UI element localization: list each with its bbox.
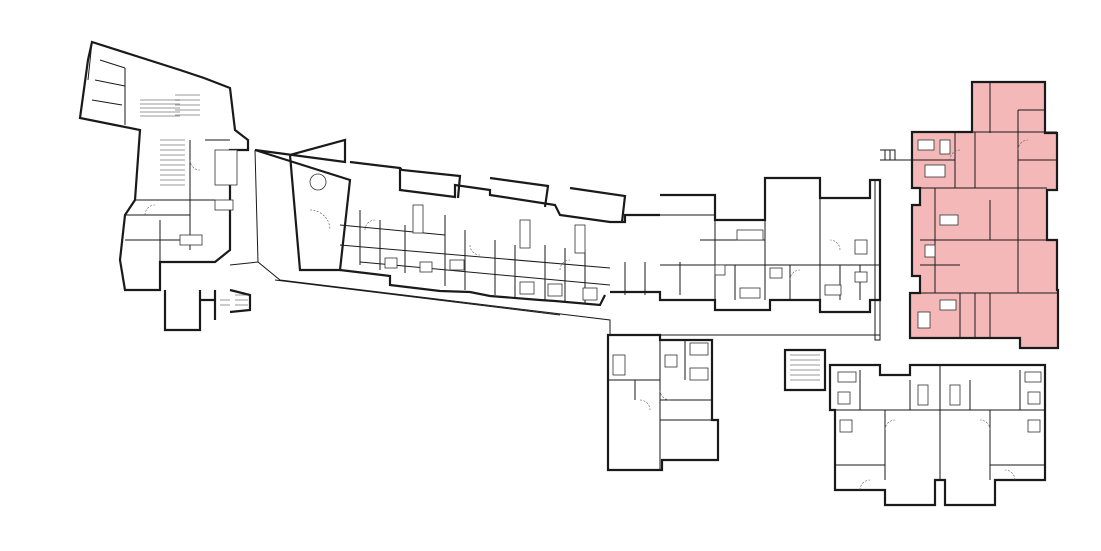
lower-center-block (606, 333, 720, 472)
middle-wing (610, 176, 882, 341)
highlighted-unit-cluster (880, 80, 1060, 350)
lower-right-block (783, 348, 1047, 507)
angled-wing (229, 138, 880, 336)
stair-icon (140, 94, 200, 186)
left-block (78, 40, 252, 332)
highlighted-area (909, 81, 1059, 349)
